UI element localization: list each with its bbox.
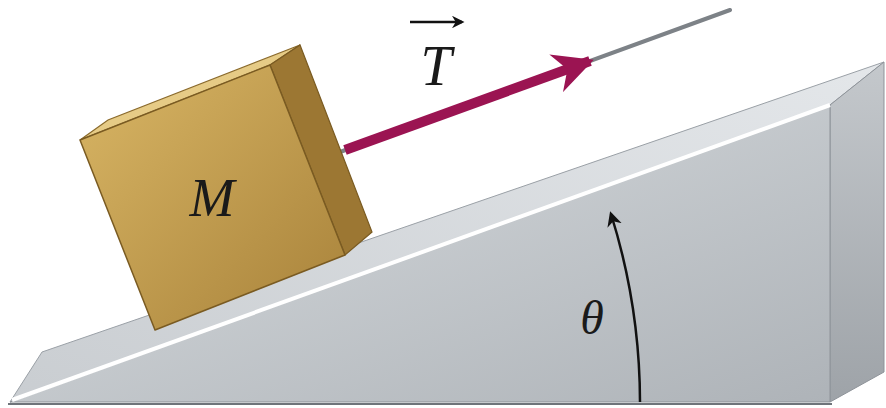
wedge-side [830,62,884,402]
block-front-face [80,65,345,330]
tension-arrow [345,61,590,150]
vector-arrow-symbol [410,21,462,24]
ground-line [8,403,832,405]
block-mass: M [70,30,390,340]
angle-arc [611,214,640,402]
string [340,10,730,152]
angle-symbol: θ [580,294,604,342]
mass-label: M [190,171,235,225]
tension-symbol: T [420,38,451,94]
